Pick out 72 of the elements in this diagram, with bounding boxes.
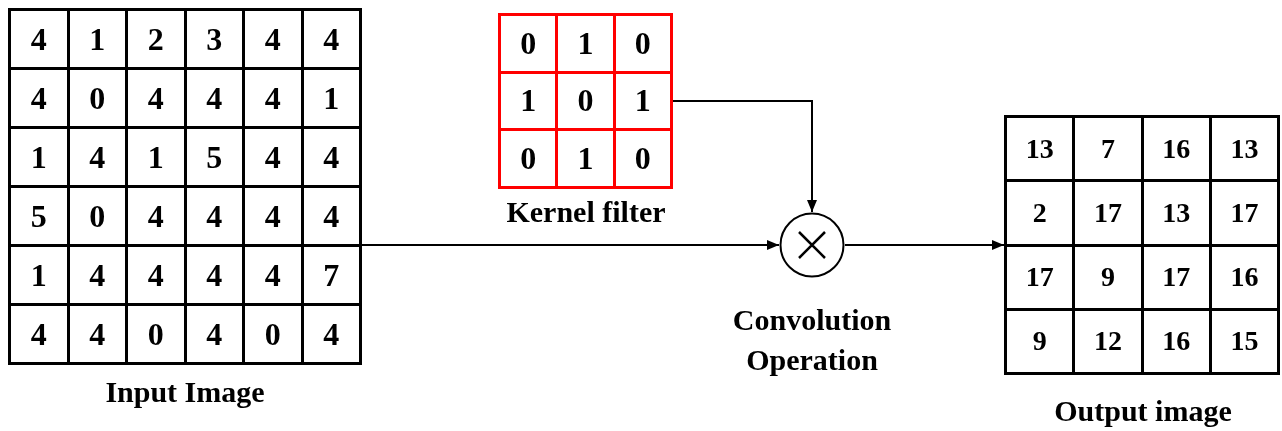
matrix-value: 1 (128, 129, 184, 185)
matrix-value: 4 (69, 247, 125, 303)
matrix-value: 0 (501, 16, 556, 71)
matrix-value: 9 (1007, 310, 1073, 372)
matrix-value: 4 (303, 188, 359, 244)
matrix-value: 4 (11, 11, 67, 67)
matrix-caption: Convolution Operation (731, 302, 893, 378)
arrow (672, 100, 817, 213)
matrix-value: 0 (69, 70, 125, 126)
matrix-value: 4 (186, 188, 242, 244)
matrix-value: 1 (11, 247, 67, 303)
matrix-value: 4 (186, 70, 242, 126)
matrix-value: 4 (245, 129, 301, 185)
matrix-value: 4 (186, 306, 242, 362)
matrix-value: 4 (11, 70, 67, 126)
matrix-value: 17 (1211, 182, 1277, 244)
matrix-value: 1 (501, 73, 556, 129)
matrix-value: 4 (69, 306, 125, 362)
matrix-value: 16 (1143, 118, 1209, 180)
matrix-grid (1004, 115, 1280, 375)
matrix-value: 0 (615, 131, 670, 186)
matrix-value: 13 (1007, 118, 1073, 180)
matrix-value: 4 (69, 129, 125, 185)
matrix-value: 13 (1143, 182, 1209, 244)
matrix-value: 7 (1075, 118, 1141, 180)
matrix-value: 16 (1143, 310, 1209, 372)
matrix-value: 4 (303, 129, 359, 185)
matrix-value: 4 (186, 247, 242, 303)
matrix-value: 1 (11, 129, 67, 185)
matrix-value: 1 (558, 16, 613, 71)
matrix-caption: Input Image (104, 374, 266, 410)
matrix-value: 17 (1075, 182, 1141, 244)
matrix-value: 4 (303, 306, 359, 362)
matrix-value: 2 (128, 11, 184, 67)
matrix-value: 5 (11, 188, 67, 244)
matrix-value: 4 (128, 247, 184, 303)
matrix-value: 0 (558, 73, 613, 129)
matrix-value: 4 (303, 11, 359, 67)
matrix-value: 7 (303, 247, 359, 303)
matrix-value: 17 (1143, 246, 1209, 308)
matrix-value: 4 (245, 188, 301, 244)
matrix-value: 1 (69, 11, 125, 67)
matrix-value: 3 (186, 11, 242, 67)
multiply-operator (779, 212, 845, 278)
matrix-value: 1 (558, 131, 613, 186)
matrix-value: 4 (128, 188, 184, 244)
matrix-value: 9 (1075, 246, 1141, 308)
arrow (361, 240, 780, 250)
matrix-value: 4 (245, 247, 301, 303)
matrix-value: 4 (11, 306, 67, 362)
matrix-value: 1 (303, 70, 359, 126)
matrix-value: 1 (615, 73, 670, 129)
matrix-value: 16 (1211, 246, 1277, 308)
matrix-grid (498, 13, 673, 189)
matrix-caption: Output image (1053, 393, 1233, 429)
matrix-value: 4 (245, 70, 301, 126)
matrix-value: 2 (1007, 182, 1073, 244)
matrix-grid (8, 8, 362, 365)
matrix-value: 5 (186, 129, 242, 185)
matrix-value: 0 (615, 16, 670, 71)
matrix-value: 0 (69, 188, 125, 244)
matrix-value: 0 (501, 131, 556, 186)
matrix-value: 0 (128, 306, 184, 362)
matrix-value: 13 (1211, 118, 1277, 180)
matrix-value: 17 (1007, 246, 1073, 308)
matrix-value: 4 (245, 11, 301, 67)
matrix-caption: Kernel filter (505, 194, 667, 230)
arrow (844, 240, 1005, 250)
matrix-value: 15 (1211, 310, 1277, 372)
matrix-value: 4 (128, 70, 184, 126)
matrix-value: 12 (1075, 310, 1141, 372)
matrix-value: 0 (245, 306, 301, 362)
